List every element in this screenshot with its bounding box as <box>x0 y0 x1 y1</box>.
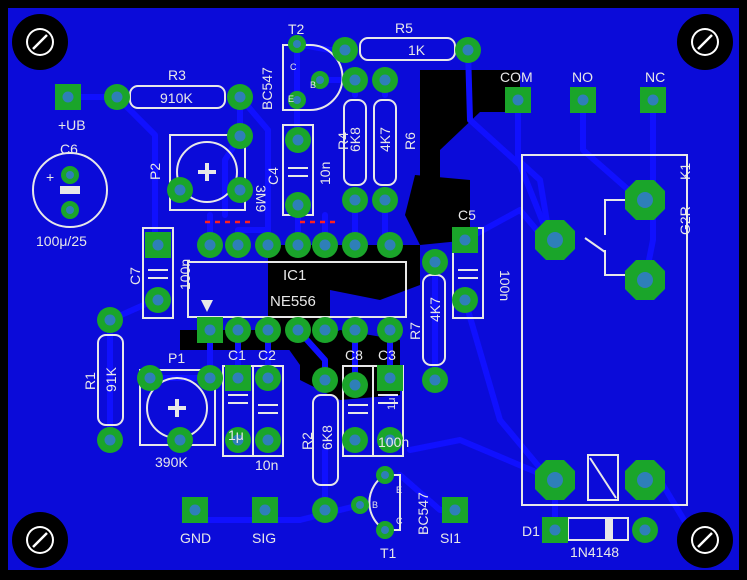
k1-ref: K1 <box>677 163 693 180</box>
silkscreen-outlines <box>32 37 688 541</box>
p1-ref: P1 <box>168 350 185 366</box>
d1-ref: D1 <box>522 523 540 539</box>
r7-value: 4K7 <box>427 297 443 322</box>
c8-ref: C8 <box>345 347 363 363</box>
gnd-label: GND <box>180 530 211 546</box>
cap-symbols <box>148 167 478 414</box>
c6-value: 100μ/25 <box>36 233 87 249</box>
t1-pin-c: C <box>396 516 403 526</box>
r7-ref: R7 <box>407 322 423 340</box>
c4-ref: C4 <box>265 167 281 185</box>
diode-band <box>605 519 613 539</box>
r2-ref: R2 <box>299 432 315 450</box>
pot-markers <box>168 163 216 417</box>
t2-pin-b: B <box>310 80 316 90</box>
d1-value: 1N4148 <box>570 544 619 560</box>
t1-ref: T1 <box>380 545 397 561</box>
t2-value: BC547 <box>259 67 275 110</box>
t1-pin-e: E <box>396 485 402 495</box>
si1-label: SI1 <box>440 530 461 546</box>
c6-polarity-bar <box>60 186 80 194</box>
r4-ref: R4 <box>335 132 351 150</box>
r4-value: 6K8 <box>347 127 363 152</box>
ub-label: +UB <box>58 117 86 133</box>
com-label: COM <box>500 69 533 85</box>
nc-label: NC <box>645 69 665 85</box>
r6-ref: R6 <box>402 132 418 150</box>
c1-ref: C1 <box>228 347 246 363</box>
r3-value: 910K <box>160 90 193 106</box>
t2-pin-c: C <box>290 62 297 72</box>
c2-value: 10n <box>255 457 278 473</box>
mounting-holes <box>12 14 733 568</box>
c5-value: 100n <box>497 270 513 301</box>
t1-pin-b: B <box>372 500 378 510</box>
component-labels: R3 910K R5 1K T2 BC547 C B E R4 6K8 4K7 … <box>36 20 693 561</box>
c1-value: 1μ <box>228 427 244 443</box>
r1-value: 91K <box>103 366 119 392</box>
c8-value: 100n <box>378 434 409 450</box>
p2-ref: P2 <box>147 163 163 180</box>
c7-value: 100n <box>177 259 193 290</box>
t2-ref: T2 <box>288 21 305 37</box>
k1-value: G2R <box>677 206 693 235</box>
r5-value: 1K <box>408 42 426 58</box>
relay-symbol <box>584 199 630 499</box>
c7-ref: C7 <box>127 267 143 285</box>
sig-label: SIG <box>252 530 276 546</box>
t2-pin-e: E <box>288 94 294 104</box>
r5-ref: R5 <box>395 20 413 36</box>
p1-value: 390K <box>155 454 188 470</box>
r2-value: 6K8 <box>319 425 335 450</box>
c6-plus: + <box>46 169 54 185</box>
c6-ref: C6 <box>60 141 78 157</box>
p2-value: 3M9 <box>253 185 269 212</box>
r3-ref: R3 <box>168 67 186 83</box>
ic-pin1-marker <box>201 300 213 312</box>
ic1-value: NE556 <box>270 293 316 310</box>
r1-ref: R1 <box>82 372 98 390</box>
c3-value: 1μ <box>386 398 398 410</box>
t1-value: BC547 <box>415 492 431 535</box>
no-label: NO <box>572 69 593 85</box>
c3-ref: C3 <box>378 347 396 363</box>
ic1-ref: IC1 <box>283 267 306 284</box>
r6-value: 4K7 <box>377 127 393 152</box>
c2-ref: C2 <box>258 347 276 363</box>
c5-ref: C5 <box>458 207 476 223</box>
c4-value: 10n <box>317 162 333 185</box>
